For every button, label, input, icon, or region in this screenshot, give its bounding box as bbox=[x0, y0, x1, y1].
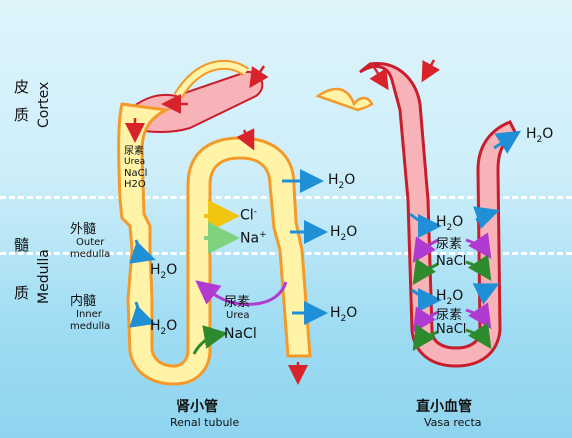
na-ion-label: Na+ bbox=[240, 230, 267, 247]
vessel-water-1b bbox=[473, 206, 500, 230]
flow-arrow-3 bbox=[236, 128, 255, 151]
flow-arrow-4 bbox=[249, 65, 269, 89]
vessel-out-water bbox=[493, 130, 522, 154]
inner-medulla-cn: 内髓 bbox=[70, 294, 97, 309]
vessel-inlet bbox=[315, 87, 374, 112]
h2o-left-1: H2O bbox=[150, 262, 178, 281]
medulla-label-en: Medulla bbox=[36, 249, 52, 304]
medulla-label-cn-2: 质 bbox=[14, 284, 30, 302]
cl-ion-label: Cl- bbox=[240, 207, 257, 224]
vessel-h2o-2: H2O bbox=[436, 288, 464, 307]
h2o-left-2: H2O bbox=[150, 318, 178, 337]
vessel-water-1a bbox=[409, 212, 442, 238]
vessel-urea-1a bbox=[412, 236, 439, 263]
inner-medulla-en-1: Inner bbox=[76, 309, 102, 320]
cortex-label-en: Cortex bbox=[36, 81, 52, 128]
outer-medulla-cn: 外髓 bbox=[70, 222, 97, 237]
urea-en-label: Urea bbox=[226, 310, 250, 321]
tubule-inner-urea-en: Urea bbox=[124, 157, 146, 167]
tubule-outline bbox=[117, 102, 312, 386]
tubule-inner-urea-cn: 尿素 bbox=[124, 146, 144, 157]
vessel-water-2a bbox=[411, 287, 442, 312]
vasa-title-en: Vasa recta bbox=[424, 416, 482, 429]
vessel-flow-1 bbox=[369, 63, 389, 91]
vessel-flow-2 bbox=[421, 59, 441, 83]
vessel-urea-1b bbox=[465, 232, 492, 259]
outer-medulla-en-1: Outer bbox=[76, 237, 105, 248]
vessel-nacl-1b bbox=[465, 254, 492, 281]
tubule-title-cn: 肾小管 bbox=[176, 399, 218, 415]
vessel-nacl-2: NaCl bbox=[436, 322, 467, 337]
cortex-label-cn-1: 皮 bbox=[14, 78, 30, 96]
vasa-title-cn: 直小血管 bbox=[416, 399, 472, 415]
urea-cn-label: 尿素 bbox=[224, 295, 251, 310]
nacl-green-arrow bbox=[192, 325, 228, 355]
h2o-right-2: H2O bbox=[330, 224, 358, 243]
inner-medulla-en-2: medulla bbox=[70, 321, 111, 332]
vessel-nacl-2b bbox=[465, 322, 492, 349]
tubule-inner-nacl: NaCl bbox=[124, 168, 148, 179]
tubule-title-en: Renal tubule bbox=[170, 416, 240, 429]
vessel-h2o-out: H2O bbox=[526, 126, 554, 145]
urea-arrow bbox=[195, 280, 288, 306]
vessel-h2o-1: H2O bbox=[436, 214, 464, 233]
medulla-label-cn-1: 髓 bbox=[14, 236, 30, 254]
nacl-label: NaCl bbox=[224, 326, 257, 342]
vessel-urea-1: 尿素 bbox=[436, 237, 463, 252]
vessel-nacl-1a bbox=[412, 258, 439, 285]
tubule-inner-h2o: H2O bbox=[124, 179, 146, 190]
vessel-nacl-1: NaCl bbox=[436, 254, 467, 269]
h2o-right-3: H2O bbox=[330, 305, 358, 324]
tubule-inner-labels: 尿素 Urea NaCl H2O bbox=[124, 146, 147, 190]
vessel-water-2b bbox=[472, 283, 500, 305]
h2o-right-1: H2O bbox=[328, 172, 356, 191]
outer-medulla-en-2: medulla bbox=[70, 249, 111, 260]
vessel-urea-2: 尿素 bbox=[436, 308, 463, 323]
cortex-label-cn-2: 质 bbox=[14, 106, 30, 124]
vessel-nacl-2a bbox=[412, 324, 439, 351]
water-arrow-4 bbox=[129, 239, 156, 264]
water-arrow-5 bbox=[129, 301, 156, 328]
